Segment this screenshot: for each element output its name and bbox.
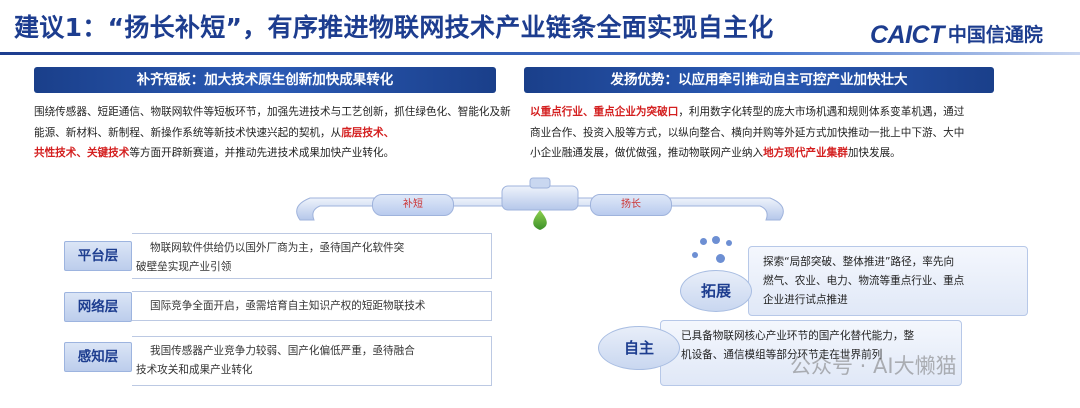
left-para-highlight: 底层技术、 <box>341 126 395 139</box>
layer-desc-network: 国际竞争全面开启，亟需培育自主知识产权的短距物联技术 <box>132 291 492 321</box>
right-para-text: 商业合作、投资入股等方式，以纵向整合、横向并购等外延方式加快推动一批上中下游、大… <box>530 126 965 139</box>
layer-desc-sensing: 我国传感器产业竞争力较弱、国产化偏低严重，亟待融合 技术攻关和成果产业转化 <box>132 336 492 386</box>
layer-label-platform: 平台层 <box>64 241 132 271</box>
page-title: 建议1：“扬长补短”，有序推进物联网技术产业链条全面实现自主化 <box>14 13 774 42</box>
autonomy-description: 已具备物联网核心产业环节的国产化替代能力，整 机设备、通信模组等部分环节走在世界… <box>660 320 962 386</box>
expand-description: 探索“局部突破、整体推进”路径，率先向 燃气、农业、电力、物流等重点行业、重点 … <box>748 246 1028 316</box>
connector-pipe <box>296 177 784 230</box>
logo-name: 中国信通院 <box>947 24 1043 46</box>
right-paragraph: 以重点行业、重点企业为突破口，利用数字化转型的庞大市场机遇和规则体系变革机遇，通… <box>530 102 1030 164</box>
layer-desc-platform: 物联网软件供给仍以国外厂商为主，亟待国产化软件突 破壁垒实现产业引领 <box>132 233 492 279</box>
left-para-highlight: 共性技术、关键技术 <box>34 147 130 159</box>
right-para-text: 加快发展。 <box>847 147 901 159</box>
watermark: 公众号 · AI大懒猫 <box>790 354 957 378</box>
connector-label-left: 补短 <box>372 194 454 216</box>
right-para-highlight: 以重点行业、重点企业为突破口 <box>530 106 679 118</box>
decor-dot <box>712 236 720 244</box>
expand-line: 探索“局部突破、整体推进”路径，率先向 <box>763 256 955 268</box>
right-para-text: 小企业融通发展，做优做强，推动物联网产业纳入 <box>530 147 764 159</box>
layer-desc-line: 我国传感器产业竞争力较弱、国产化偏低严重，亟待融合 <box>150 345 415 357</box>
right-para-text: ，利用数字化转型的庞大市场机遇和规则体系变革机遇，通过 <box>678 106 965 118</box>
decor-dot <box>700 238 707 245</box>
right-para-highlight: 地方现代产业集群 <box>763 147 848 159</box>
left-paragraph: 围绕传感器、短距通信、物联网软件等短板环节，加强先进技术与工艺创新，抓住绿色化、… <box>34 102 514 164</box>
left-para-text: 智能化及新能源、新材料、新制程、新操作系统等新技术快速兴起的契机，从 <box>34 106 511 139</box>
layer-desc-line: 国际竞争全面开启，亟需培育自主知识产权的短距物联技术 <box>150 300 426 312</box>
title-rule <box>0 52 1080 55</box>
autonomy-bubble: 自主 <box>598 326 680 370</box>
connector-label-right: 扬长 <box>590 194 672 216</box>
layer-label-sensing: 感知层 <box>64 342 132 372</box>
layer-desc-line: 技术攻关和成果产业转化 <box>136 364 253 376</box>
right-section-header: 发扬优势：以应用牵引推动自主可控产业加快壮大 <box>524 67 994 93</box>
expand-bubble: 拓展 <box>680 270 752 312</box>
layer-desc-line: 破壁垒实现产业引领 <box>136 261 232 273</box>
left-para-text: 等方面开辟新赛道，并推动先进技术成果加快产业转化。 <box>129 147 395 159</box>
decor-dot <box>726 240 732 246</box>
decor-dot <box>716 254 725 263</box>
layer-label-network: 网络层 <box>64 292 132 322</box>
autonomy-line: 已具备物联网核心产业环节的国产化替代能力，整 <box>681 330 915 342</box>
left-section-header: 补齐短板：加大技术原生创新加快成果转化 <box>34 67 496 93</box>
logo-brand: CAICT <box>870 21 944 49</box>
autonomy-line: 机设备、通信模组等部分环节走在世界前列 <box>681 349 883 361</box>
left-para-text: 围绕传感器、短距通信、物联网软件等短板环节，加强先进技术与工艺创新，抓住绿色化、 <box>34 106 458 118</box>
decor-dot <box>692 252 698 258</box>
expand-line: 燃气、农业、电力、物流等重点行业、重点 <box>763 275 965 287</box>
layer-desc-line: 物联网软件供给仍以国外厂商为主，亟待国产化软件突 <box>150 242 405 254</box>
expand-line: 企业进行试点推进 <box>763 294 848 306</box>
